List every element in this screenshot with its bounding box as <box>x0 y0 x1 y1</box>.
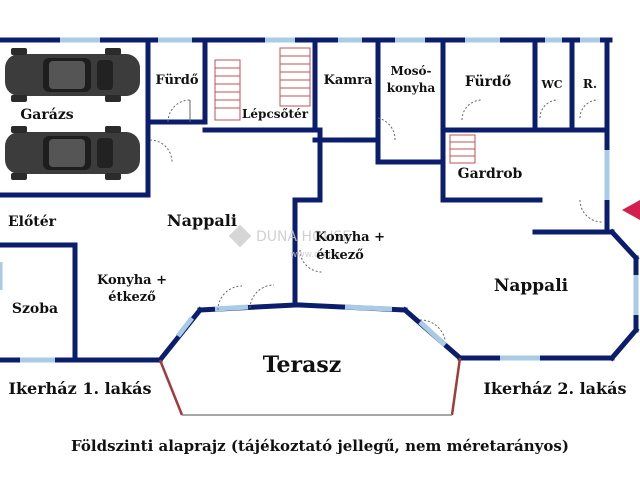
car-icon <box>5 48 140 102</box>
room-nappali-left: Nappali <box>167 211 237 230</box>
unit-label-2: Ikerház 2. lakás <box>483 379 626 398</box>
room-wc: WC <box>540 78 562 91</box>
unit-label-1: Ikerház 1. lakás <box>8 379 151 398</box>
room-nappali-right: Nappali <box>494 276 569 296</box>
windows <box>0 37 639 363</box>
car-icon <box>5 126 140 180</box>
room-garazs: Garázs <box>20 107 73 123</box>
room-konyha-left-line2: étkező <box>108 290 156 305</box>
room-moso-line1: Mosó- <box>390 64 431 78</box>
room-furdo-left: Fürdő <box>155 73 198 88</box>
room-furdo-right: Fürdő <box>465 74 511 90</box>
room-eloter: Előtér <box>8 214 57 230</box>
room-konyha-right-line2: étkező <box>316 248 364 263</box>
room-kamra: Kamra <box>324 73 373 88</box>
staircase <box>214 47 476 164</box>
room-konyha-right-line1: Konyha + <box>315 230 385 245</box>
room-szoba: Szoba <box>12 301 58 317</box>
room-moso-line2: konyha <box>387 81 436 95</box>
terrace-outline <box>158 357 462 416</box>
watermark-brand: DUNA HOUSE <box>256 229 351 245</box>
room-gardrob: Gardrob <box>458 166 523 182</box>
room-r: R. <box>583 77 597 91</box>
room-konyha-left-line1: Konyha + <box>97 273 167 288</box>
plan-caption: Földszinti alaprajz (tájékoztató jellegű… <box>71 437 569 455</box>
entrance-arrow-icon <box>622 200 640 220</box>
watermark-url: www.dh.hu <box>290 250 340 260</box>
room-terasz: Terasz <box>263 352 342 378</box>
doors <box>149 99 603 341</box>
room-lepcsoter: Lépcsőtér <box>242 107 309 121</box>
